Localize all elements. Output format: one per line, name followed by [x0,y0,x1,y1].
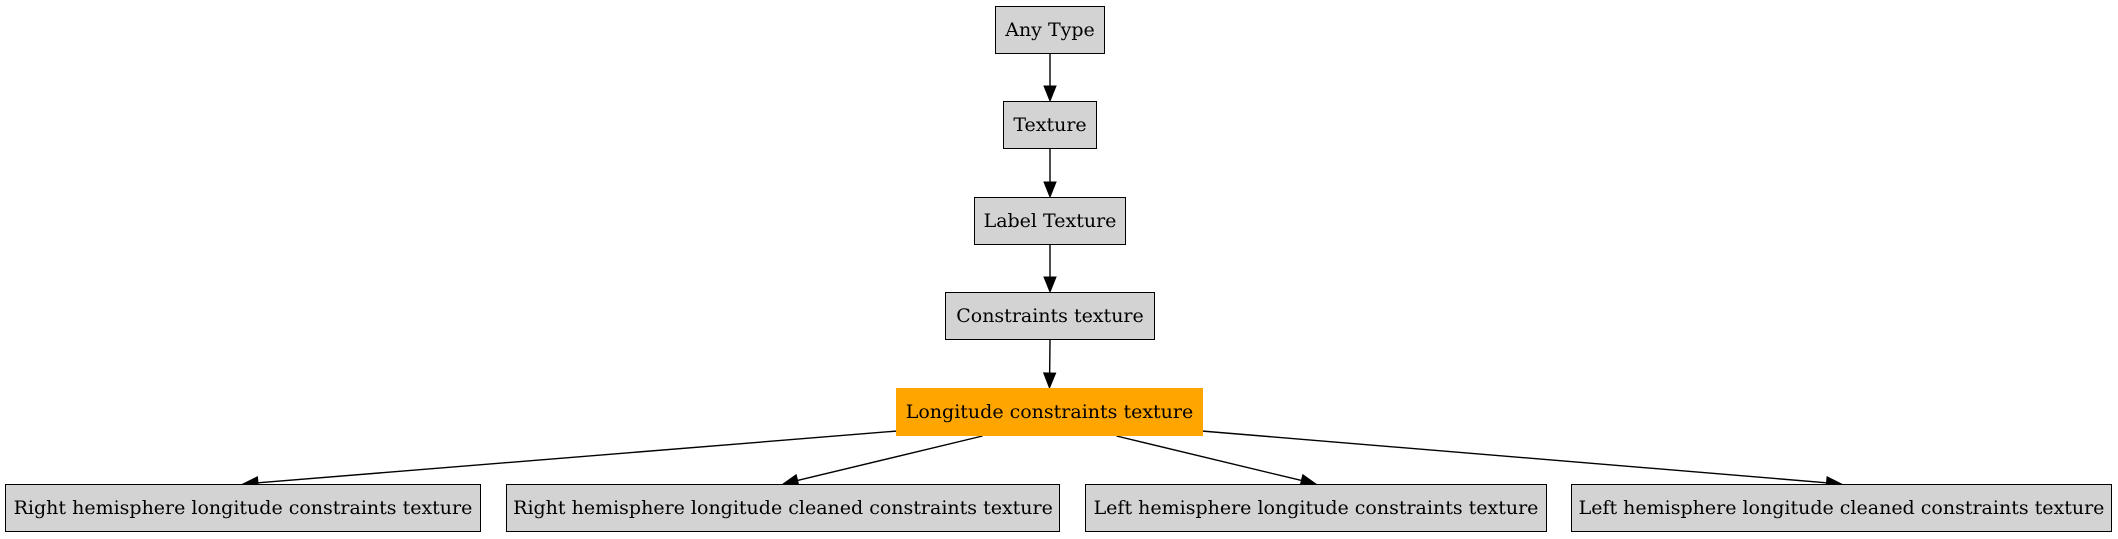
edge-longitude-constraints-texture-to-left-hemi-lon-constraints [1116,435,1318,487]
node-right-hemi-lon-constraints[interactable]: Right hemisphere longitude constraints t… [5,484,481,532]
node-left-hemi-lon-cleaned[interactable]: Left hemisphere longitude cleaned constr… [1571,484,2112,532]
edge-any-type-to-texture [1043,54,1057,103]
node-left-hemi-lon-constraints[interactable]: Left hemisphere longitude constraints te… [1085,484,1547,532]
edge-texture-to-label-texture [1043,149,1057,199]
node-longitude-constraints-texture[interactable]: Longitude constraints texture [896,388,1203,436]
node-texture[interactable]: Texture [1003,101,1097,149]
node-label-texture[interactable]: Label Texture [974,197,1126,245]
edge-constraints-texture-to-longitude-constraints-texture [1042,339,1057,390]
node-constraints-texture[interactable]: Constraints texture [945,292,1155,340]
edge-label-texture-to-constraints-texture [1043,245,1057,294]
edge-longitude-constraints-texture-to-right-hemi-lon-cleaned [781,435,983,487]
node-right-hemi-lon-cleaned[interactable]: Right hemisphere longitude cleaned const… [506,484,1060,532]
node-any-type[interactable]: Any Type [995,6,1105,54]
